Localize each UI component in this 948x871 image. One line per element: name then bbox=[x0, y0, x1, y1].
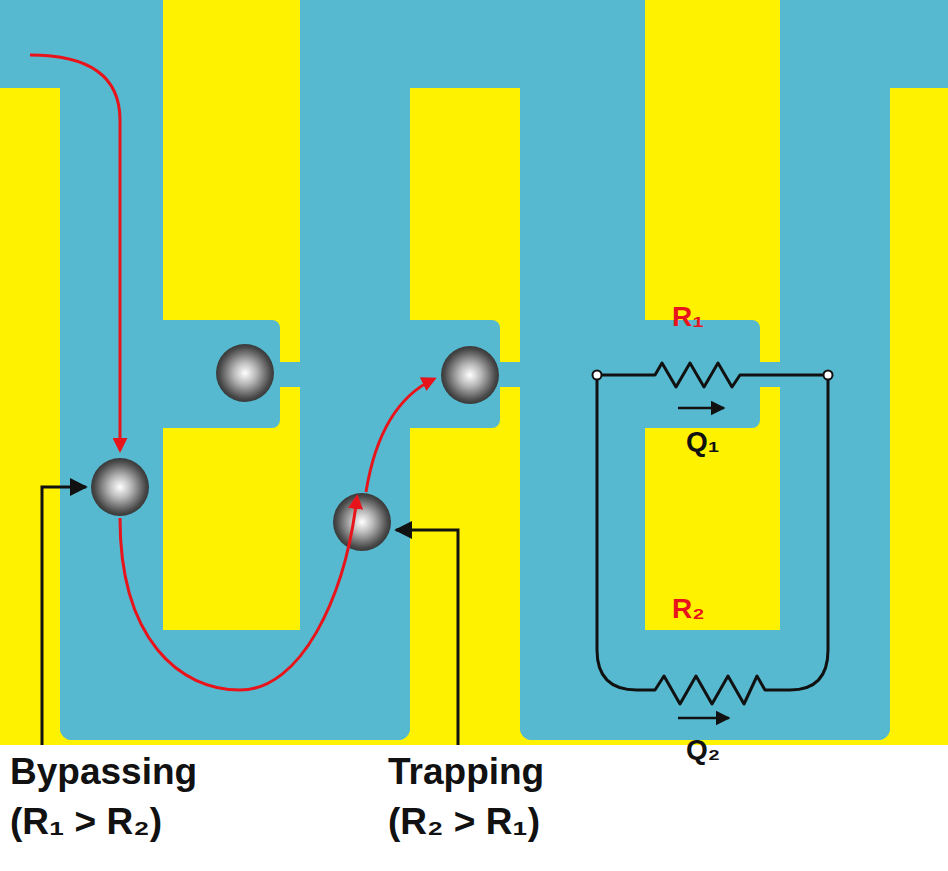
flow-rate-label: Q₁ bbox=[686, 425, 719, 459]
leader-arrow bbox=[42, 487, 86, 745]
mode-label: Bypassing bbox=[10, 750, 197, 794]
channel bbox=[0, 0, 948, 740]
trapped-particle bbox=[441, 346, 499, 404]
terminal-dot bbox=[593, 371, 602, 380]
flow-arrow bbox=[366, 379, 434, 492]
resistance-label: R₁ bbox=[672, 300, 704, 334]
trapped-particle bbox=[216, 344, 274, 402]
resistor-symbol bbox=[597, 375, 828, 704]
flow-rate-arrow bbox=[678, 717, 729, 720]
leader-arrow bbox=[396, 530, 458, 745]
condition-label: (R₂ > R₁) bbox=[388, 800, 540, 844]
resistor-symbol bbox=[597, 363, 828, 387]
terminal-dot bbox=[824, 371, 833, 380]
bypassing-particle bbox=[91, 458, 149, 516]
flow-rate-label: Q₂ bbox=[686, 733, 720, 767]
condition-label: (R₁ > R₂) bbox=[10, 800, 162, 844]
leader-lines bbox=[42, 487, 458, 745]
flow-arrow bbox=[120, 497, 357, 690]
equivalent-circuit bbox=[593, 363, 833, 718]
flow-paths bbox=[30, 55, 434, 690]
resistance-label: R₂ bbox=[672, 592, 705, 626]
flow-arrow bbox=[30, 55, 120, 450]
mode-label: Trapping bbox=[388, 750, 544, 794]
flow-rate-arrow bbox=[678, 407, 724, 410]
trapping-particle bbox=[333, 493, 391, 551]
particles bbox=[91, 344, 499, 551]
